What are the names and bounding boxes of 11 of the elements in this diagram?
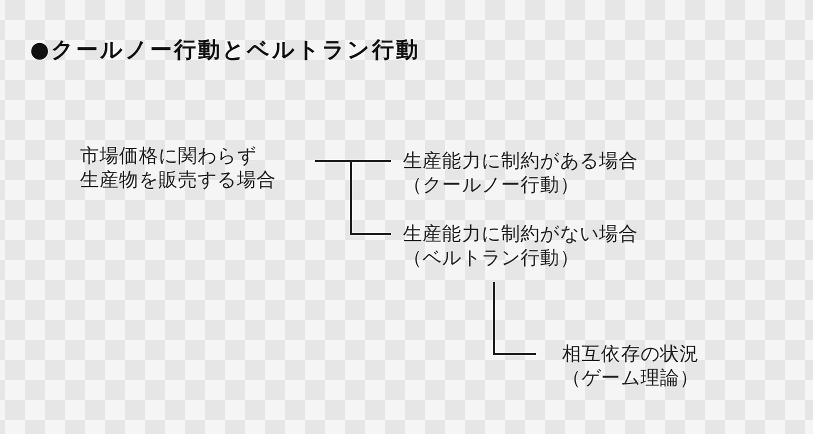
case-text: 相互依存の状況 — [562, 342, 700, 366]
note-text: （ベルトラン行動） — [403, 246, 580, 270]
case-text: 市場価格に関わらず — [80, 144, 256, 168]
note-text: （ゲーム理論） — [562, 366, 700, 390]
connector-line — [493, 282, 536, 355]
title-text: ●クールノー行動とベルトラン行動 — [30, 37, 420, 65]
connector-line — [315, 160, 391, 235]
note-text: （クールノー行動） — [403, 173, 580, 197]
note-text: 生産物を販売する場合 — [80, 168, 276, 192]
case-text: 生産能力に制約がない場合 — [403, 222, 638, 246]
case-text: 生産能力に制約がある場合 — [403, 149, 638, 173]
